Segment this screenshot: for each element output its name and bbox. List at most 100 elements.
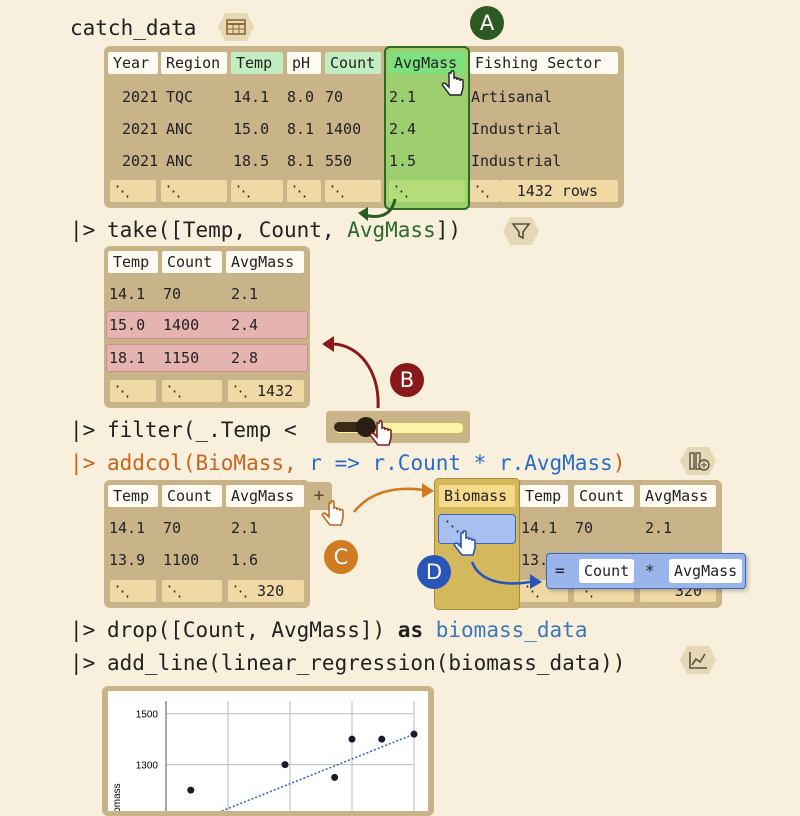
table-cell: 550 [325, 152, 353, 170]
col-header-count[interactable]: Count [325, 52, 381, 74]
line-chart-icon[interactable] [680, 646, 716, 674]
table-cell: 15.0 [109, 316, 146, 334]
table-cell: 2.1 [645, 519, 673, 537]
table-cell: ANC [166, 120, 194, 138]
col-header-count[interactable]: Count [162, 485, 222, 507]
ellipsis-cell: ⋱ [110, 580, 156, 602]
formula-popup[interactable]: = Count * AvgMass [546, 553, 746, 589]
table-cell: 18.5 [233, 152, 270, 170]
data-point [348, 735, 356, 743]
table-cell: 1100 [163, 551, 200, 569]
table-cell: 14.1 [109, 285, 146, 303]
col-header-temp[interactable]: Temp [231, 52, 283, 74]
data-point [331, 773, 339, 781]
add-line[interactable]: add_line(linear_regression(biomass_data)… [107, 651, 626, 675]
col-header-count[interactable]: Count [162, 251, 222, 273]
table-cell: 2.1 [231, 519, 259, 537]
addcol-close: ) [612, 451, 626, 475]
col-header-avgmass[interactable]: AvgMass [226, 485, 304, 507]
filter-line[interactable]: filter(_.Temp < [107, 418, 297, 442]
hand-cursor-icon [321, 500, 344, 526]
take-close: ]) [435, 218, 462, 242]
slider-container[interactable] [326, 411, 470, 443]
addcol-lambda: r => [309, 451, 373, 475]
hand-cursor-icon [369, 420, 392, 446]
col-header-region[interactable]: Region [161, 52, 227, 74]
table-cell: 14.1 [521, 519, 558, 537]
table-cell: 14.1 [233, 88, 270, 106]
biomass-input-cell[interactable]: ⋱ [438, 514, 516, 544]
col-header-biomass[interactable]: Biomass [439, 485, 515, 507]
addcol-expr: r.Count * r.AvgMass [372, 451, 613, 475]
table-cell: 2.1 [231, 285, 259, 303]
filtered-row-highlight [106, 344, 308, 372]
formula-field-avgmass[interactable]: AvgMass [669, 559, 743, 583]
chart-background [108, 691, 428, 811]
take-highlight: AvgMass [347, 218, 436, 242]
ellipsis-cell: ⋱ [287, 180, 321, 202]
table-cell: 1400 [325, 120, 362, 138]
ellipsis-cell: ⋱ [325, 180, 381, 202]
table-cell: 15.0 [233, 120, 270, 138]
table-cell: 70 [163, 519, 182, 537]
col-header-count[interactable]: Count [574, 485, 634, 507]
scatter-chart: 150013001100iomass [108, 691, 428, 811]
table-cell: 2.8 [231, 349, 259, 367]
table-cell: 2021 [122, 152, 159, 170]
table-cell: ANC [166, 152, 194, 170]
table-cell: 14.1 [109, 519, 146, 537]
drop-code: drop([Count, AvgMass]) [107, 618, 398, 642]
y-tick-label: 1500 [136, 710, 159, 721]
ellipsis-cell: ⋱ [389, 180, 465, 202]
col-header-avgmass[interactable]: AvgMass [640, 485, 716, 507]
col-header-avgmass[interactable]: AvgMass [226, 251, 304, 273]
take-line[interactable]: take([Temp, Count, AvgMass]) [107, 218, 461, 242]
drop-line[interactable]: drop([Count, AvgMass]) as biomass_data [107, 618, 587, 642]
row-count: 1432 rows [500, 180, 618, 202]
formula-equals: = [555, 561, 565, 580]
pipe-operator: |> [70, 618, 96, 642]
drop-keyword: as [397, 618, 424, 642]
formula-operator: * [645, 561, 655, 580]
pipe-operator: |> [70, 418, 96, 442]
data-point [187, 786, 195, 794]
addcol-func: addcol(BioMass, [107, 451, 310, 475]
table-cell: TQC [166, 88, 194, 106]
curved-arrow-icon [322, 336, 380, 409]
col-header-temp[interactable]: Temp [108, 251, 158, 273]
col-header-ph[interactable]: pH [287, 52, 321, 74]
ellipsis-cell: ⋱ [110, 180, 156, 202]
formula-field-count[interactable]: Count [579, 559, 635, 583]
curved-arrow-icon [470, 561, 542, 589]
badge-c: C [324, 540, 358, 574]
y-tick-label: 1300 [136, 761, 159, 772]
ellipsis-cell: ⋱ [162, 580, 222, 602]
pipe-operator: |> [70, 218, 96, 242]
slider-fill [334, 422, 370, 432]
ellipsis-cell: ⋱ [161, 180, 227, 202]
table-cell: 2021 [122, 120, 159, 138]
table-cell: 2.4 [389, 120, 417, 138]
add-column-button[interactable]: + [306, 482, 332, 510]
table-cell: 70 [325, 88, 344, 106]
col-header-avgmass[interactable]: AvgMass [389, 52, 465, 74]
add-column-icon[interactable] [680, 447, 716, 475]
col-header-year[interactable]: Year [108, 52, 158, 74]
table-cell: 8.0 [287, 88, 315, 106]
ellipsis-cell: ⋱ [231, 180, 283, 202]
col-header-temp[interactable]: Temp [520, 485, 568, 507]
table-icon[interactable] [218, 13, 254, 41]
col-header-fishing-sector[interactable]: Fishing Sector [470, 52, 618, 74]
table-cell: 1400 [163, 316, 200, 334]
pipe-operator: |> [70, 651, 96, 675]
col-header-temp[interactable]: Temp [108, 485, 158, 507]
addcol-line[interactable]: addcol(BioMass, r => r.Count * r.AvgMass… [107, 451, 625, 475]
hand-cursor-icon [453, 530, 476, 556]
data-point [281, 761, 289, 769]
filter-icon[interactable] [503, 217, 539, 245]
table-cell: 18.1 [109, 349, 146, 367]
slider-thumb[interactable] [355, 417, 376, 437]
table-cell: 2.1 [389, 88, 417, 106]
table-cell: 8.1 [287, 152, 315, 170]
data-point [378, 735, 386, 743]
